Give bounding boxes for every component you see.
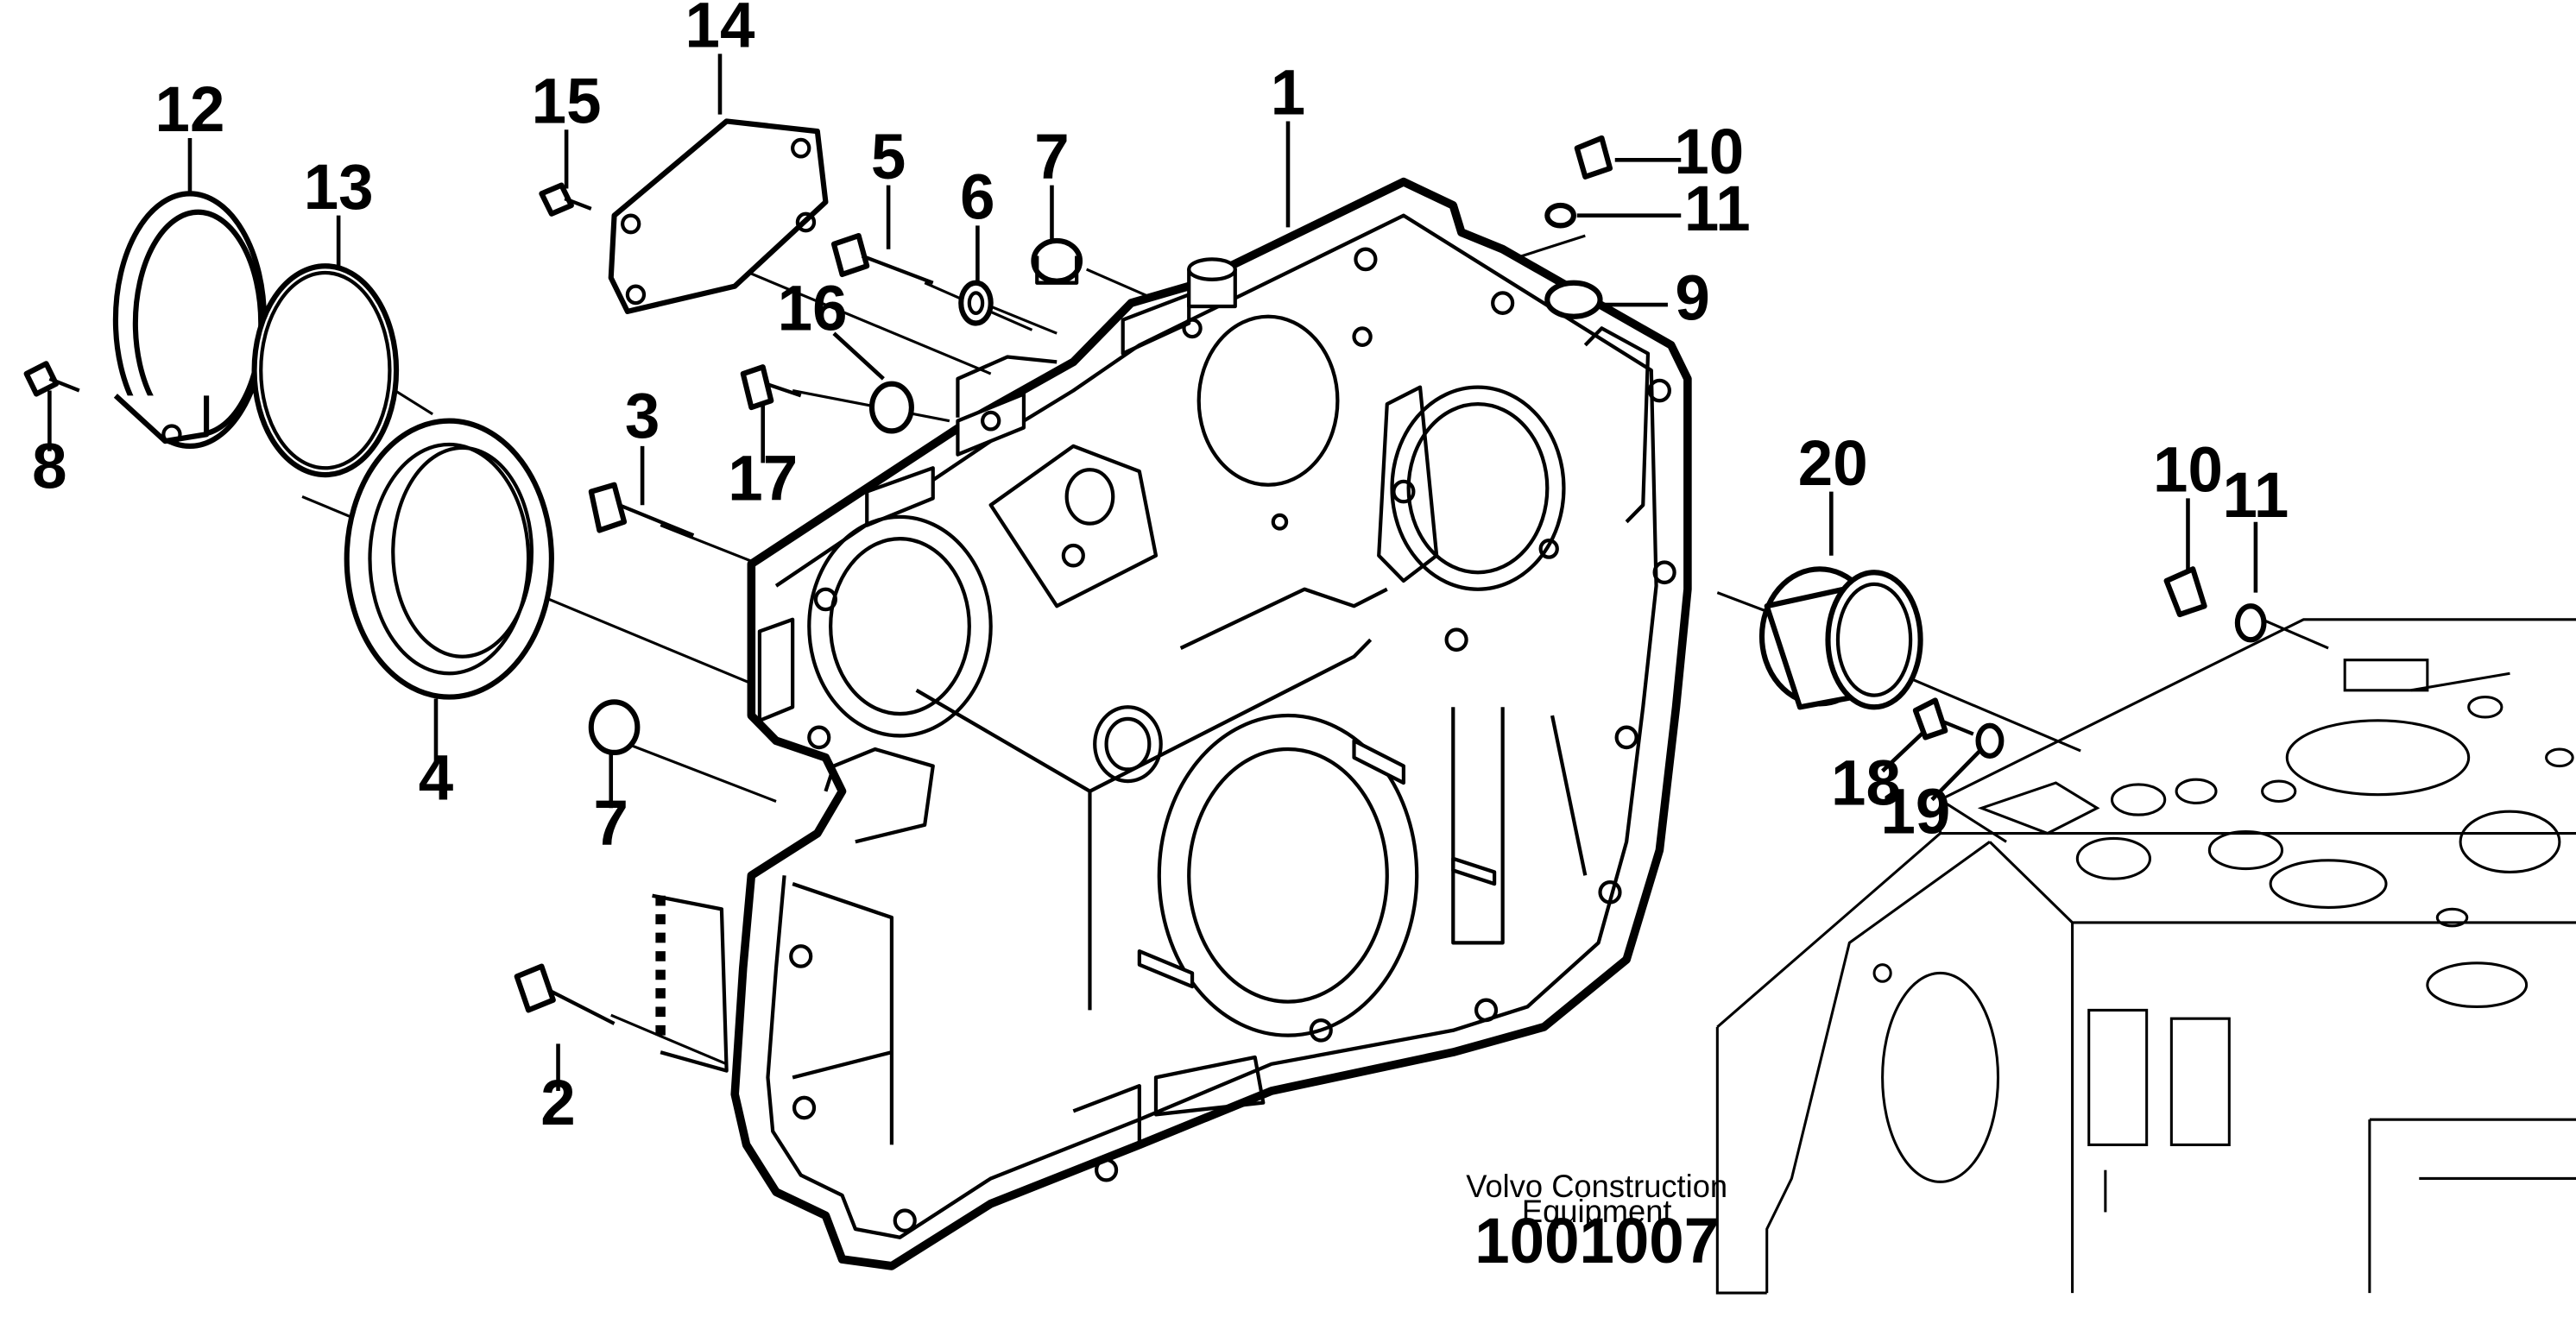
- bolt-part-10-upper: [1574, 135, 1613, 180]
- bolt-part-18: [1912, 697, 1974, 741]
- callout-17: 17: [728, 443, 798, 514]
- washer-part-6: [958, 280, 994, 326]
- bolt-part-8: [23, 361, 80, 397]
- callout-15: 15: [532, 66, 602, 137]
- callout-18: 18: [1831, 747, 1901, 819]
- callout-7-upper: 7: [1034, 121, 1069, 192]
- bolt-part-3: [588, 482, 695, 538]
- document-number: 1001007: [1474, 1205, 1719, 1276]
- credit-line-2: Equipment: [1522, 1194, 1672, 1229]
- callout-2: 2: [540, 1067, 575, 1138]
- callout-12: 12: [155, 74, 225, 146]
- bolt-part-10-lower: [2163, 566, 2207, 618]
- callout-13: 13: [304, 151, 374, 223]
- bolt-part-15: [539, 182, 592, 217]
- callout-9: 9: [1675, 262, 1709, 334]
- dowel-part-7-upper: [1031, 237, 1083, 285]
- callout-16: 16: [778, 273, 848, 344]
- washer-part-19: [1975, 722, 2005, 759]
- gear-housing-part-1: [730, 177, 1692, 1270]
- cover-plate-part-14: [608, 118, 829, 314]
- washer-part-11-upper: [1544, 202, 1576, 229]
- callout-1: 1: [1271, 57, 1305, 129]
- callout-20: 20: [1798, 427, 1868, 499]
- bolt-part-2: [514, 963, 616, 1025]
- callout-19: 19: [1880, 776, 1950, 848]
- engine-block-drawing: [1715, 618, 2576, 1295]
- callout-11-upper: 11: [1684, 173, 1751, 245]
- callout-14: 14: [685, 0, 755, 61]
- callout-7-lower: 7: [594, 788, 628, 860]
- callout-10-lower: 10: [2153, 434, 2223, 506]
- gasket-marker: [652, 893, 729, 1073]
- plug-part-9: [1544, 280, 1603, 319]
- callout-11-lower: 11: [2222, 459, 2289, 531]
- drawing-credit: Volvo Construction Equipment 1001007: [1466, 1169, 1727, 1277]
- credit-line-1: Volvo Construction: [1466, 1169, 1727, 1204]
- dowel-part-7-lower: [588, 699, 641, 756]
- seal-ring-part-4: [344, 418, 554, 700]
- callout-labels: 1 2 3 4 5 6 7 7 8 9 10 10 11 11 12 13 14…: [32, 0, 2289, 1138]
- callout-8: 8: [32, 431, 66, 502]
- bolt-part-5: [830, 232, 934, 285]
- washer-part-11-lower: [2234, 603, 2267, 643]
- callout-5: 5: [871, 121, 906, 192]
- o-ring-part-13: [251, 263, 400, 478]
- callout-4: 4: [419, 742, 454, 814]
- callout-3: 3: [625, 381, 660, 452]
- plug-part-16: [868, 381, 914, 434]
- bolt-part-17: [740, 364, 802, 411]
- bearing-cover-part-12: [112, 191, 268, 450]
- callout-10-upper: 10: [1674, 116, 1744, 187]
- callout-6: 6: [960, 161, 994, 233]
- sleeve-part-20: [1758, 566, 1923, 710]
